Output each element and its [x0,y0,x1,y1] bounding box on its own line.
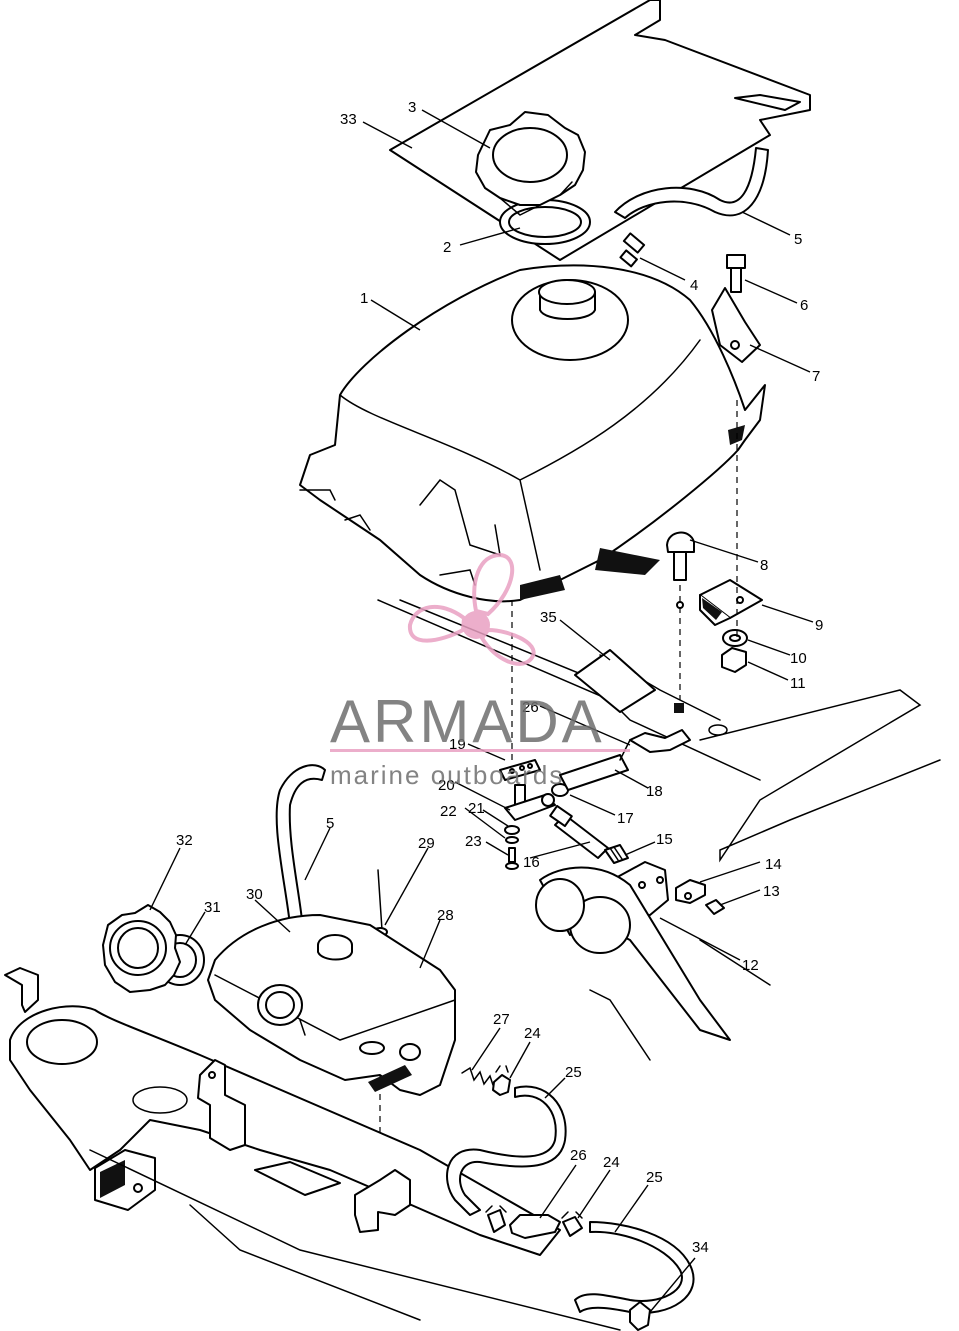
leader-lines [149,109,814,1313]
callout-35: 35 [540,609,557,626]
callout-26b: 26 [570,1147,587,1164]
callout-10: 10 [790,650,807,667]
fuel-cap-3 [475,111,586,216]
frame-tube [535,866,771,1061]
callout-15: 15 [656,831,673,848]
filter-26-upper [619,729,691,761]
watermark-subtitle: marine outboards [330,760,564,790]
callout-2: 2 [443,239,451,256]
frame-hole [674,703,684,713]
washer-10 [722,629,748,647]
callout-34: 34 [692,1239,709,1256]
callout-24b: 24 [603,1154,620,1171]
watermark-title: ARMADA [330,688,605,755]
hose-25-upper [446,1085,567,1216]
label-35 [574,649,656,713]
petcock-body-20 [504,784,556,821]
callout-21: 21 [468,800,485,817]
callout-29: 29 [418,835,435,852]
frame-lower [4,967,621,1331]
callout-24a: 24 [524,1025,541,1042]
clamp-24-lower [561,1211,583,1237]
callout-22: 22 [440,803,457,820]
filter-26-lower [509,1214,561,1239]
fitting-15 [604,844,629,864]
screw-13 [705,899,725,915]
callout-13: 13 [763,883,780,900]
washer-21 [504,825,520,835]
bolt-8 [666,531,695,581]
callout-12: 12 [742,957,759,974]
clamp-34 [629,1301,651,1331]
callout-9: 9 [815,617,823,634]
callout-25b: 25 [646,1169,663,1186]
callout-16: 16 [523,854,540,871]
clamp-14 [675,879,706,904]
callout-5b: 5 [326,815,334,832]
callout-11: 11 [790,675,806,692]
callout-30: 30 [246,886,263,903]
bolt-6 [726,254,746,293]
nut-11 [721,647,747,673]
callout-26a: 26 [522,699,539,716]
callout-33: 33 [340,111,357,128]
callout-numbers: 1 2 3 4 5 6 7 8 9 10 11 12 13 14 15 16 1… [176,99,823,1256]
clamp-18 [559,754,629,791]
gasket-2 [499,199,591,245]
callout-32: 32 [176,832,193,849]
callout-8: 8 [760,557,768,574]
cover-plate-33 [389,0,811,261]
watermark-rule [330,749,630,752]
callout-1: 1 [360,290,368,307]
callout-23: 23 [465,833,482,850]
vent-hose-5-top [614,147,769,219]
callout-5a: 5 [794,231,802,248]
vent-hose-5-lower [275,764,326,926]
callout-20: 20 [438,777,455,794]
callout-3: 3 [408,99,416,116]
petcock-19 [499,759,541,781]
washer-22 [505,836,519,844]
callout-27: 27 [493,1011,510,1028]
fuel-tank-1 [299,264,766,603]
callout-17: 17 [617,810,634,827]
callout-19: 19 [449,736,466,753]
callout-7: 7 [812,368,820,385]
callout-18: 18 [646,783,663,800]
callout-14: 14 [765,856,782,873]
screw-23 [505,847,519,870]
callout-28: 28 [437,907,454,924]
fuel-cap-32 [102,904,181,993]
callout-31: 31 [204,899,221,916]
aux-tank-28 [207,914,456,1096]
propeller-logo-icon [407,552,536,666]
clamp-24-lower-left [485,1205,507,1233]
callout-25a: 25 [565,1064,582,1081]
callout-4: 4 [690,277,698,294]
clamp-24-upper [492,1065,511,1096]
bracket-7 [711,287,761,363]
callout-6: 6 [800,297,808,314]
fitting-4 [619,232,646,268]
watermark: ARMADA marine outboards [330,552,630,790]
hose-25-lower [574,1221,695,1314]
bracket-9 [676,579,763,626]
